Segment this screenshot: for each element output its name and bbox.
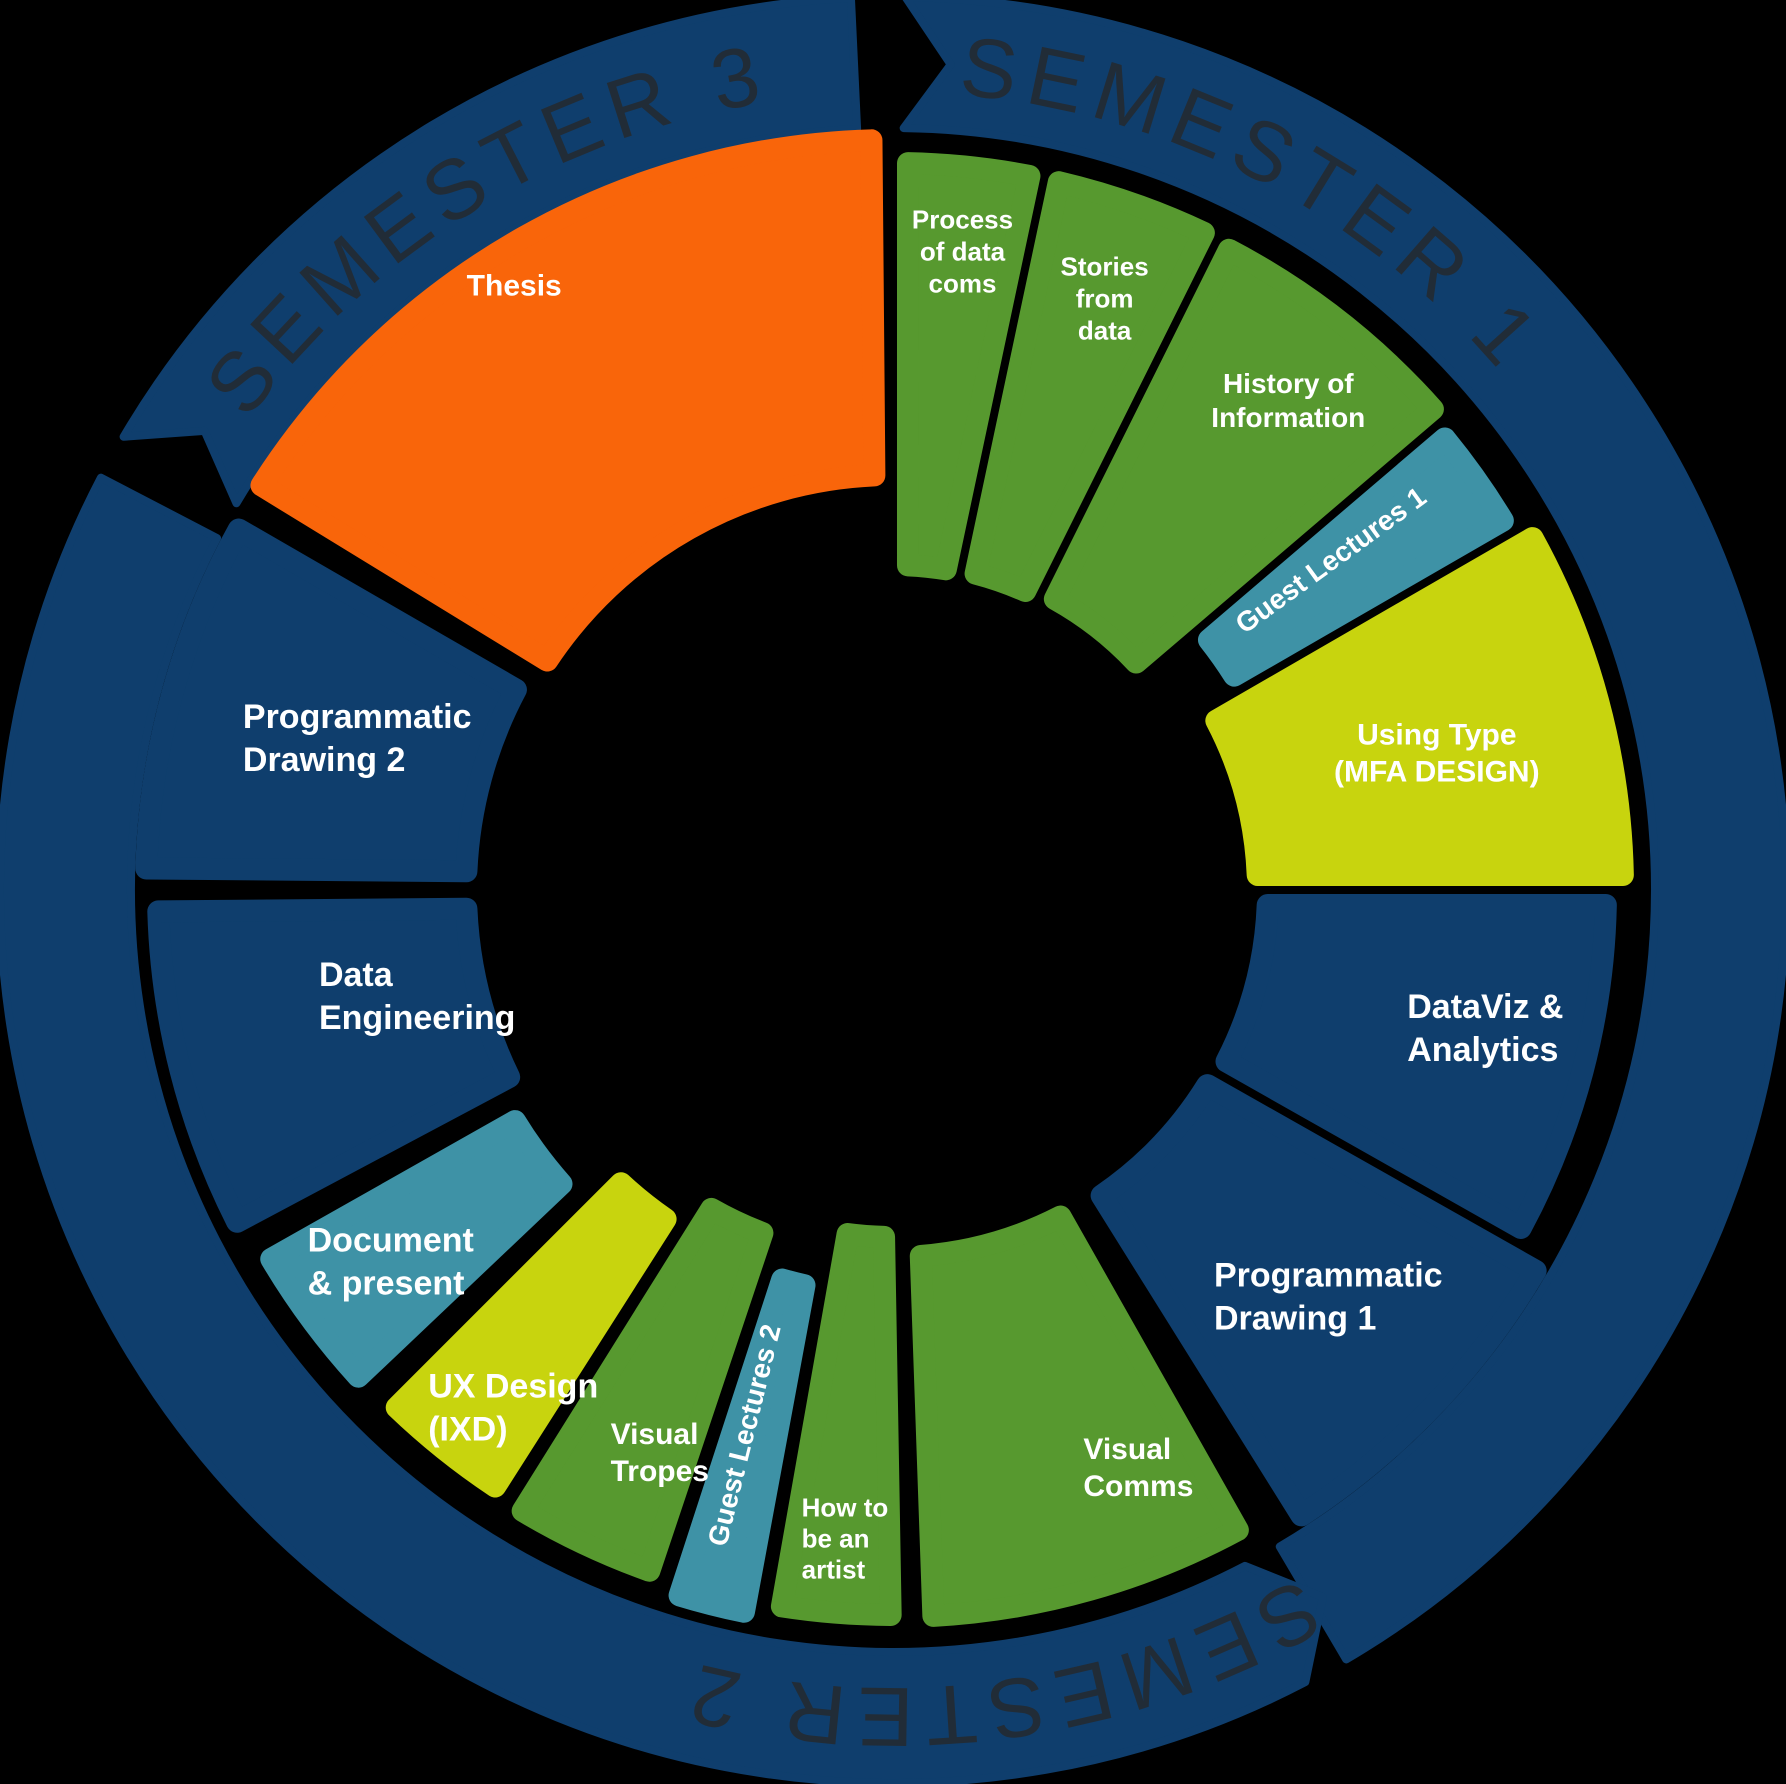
course-wedge-dataviz-analytics <box>1215 894 1617 1239</box>
course-wedge-ux-design-ixd <box>385 1172 677 1498</box>
course-label-document-present: Document & present <box>308 1222 474 1303</box>
course-label-line: of data <box>920 237 1006 267</box>
course-wedge-visual-tropes <box>511 1197 774 1582</box>
course-label-line: coms <box>929 269 997 299</box>
course-label-line: Visual <box>1083 1433 1171 1466</box>
course-label-dataviz-analytics: DataViz & Analytics <box>1407 988 1563 1069</box>
course-label-line: data <box>1078 315 1132 345</box>
course-wedge-stories-from-data <box>964 171 1215 602</box>
course-label-line: UX Design <box>428 1367 598 1405</box>
course-label-line: Using Type <box>1357 718 1516 751</box>
course-wedge-process-of-data-coms <box>896 152 1041 581</box>
course-wedge-data-engineering <box>147 897 521 1233</box>
course-label-using-type-mfa-design: Using Type (MFA DESIGN) <box>1334 718 1540 788</box>
course-wedge-history-of-information <box>1043 238 1444 674</box>
course-label-line: Drawing 2 <box>243 741 405 779</box>
course-label-line: be an <box>802 1523 870 1553</box>
course-label-line: Tropes <box>611 1455 709 1488</box>
course-label-line: DataViz & <box>1407 988 1563 1026</box>
course-wedge-thesis <box>250 129 886 672</box>
course-label-line: Drawing 1 <box>1214 1299 1376 1337</box>
ribbon-semester-1 <box>899 0 1786 1664</box>
course-label-line: (MFA DESIGN) <box>1334 755 1540 788</box>
course-label-line: Information <box>1211 402 1365 433</box>
course-label-line: from <box>1076 283 1134 313</box>
course-label-thesis: Thesis <box>467 269 562 302</box>
course-label-line: & present <box>308 1265 465 1303</box>
course-wedge-programmatic-drawing-2 <box>135 518 527 883</box>
course-label-line: Engineering <box>319 999 515 1037</box>
course-wedge-using-type-mfa-design <box>1205 527 1634 886</box>
course-wedge-document-present <box>260 1110 573 1388</box>
course-label-line: artist <box>802 1554 866 1584</box>
course-wedge-programmatic-drawing-1 <box>1090 1074 1547 1527</box>
ribbon-semester-3 <box>119 0 862 508</box>
course-label-ux-design-ixd: UX Design (IXD) <box>428 1367 598 1448</box>
course-wedge-guest-lectures-1 <box>1197 427 1514 687</box>
course-label-line: Programmatic <box>243 698 472 736</box>
course-label-line: Process <box>912 205 1013 235</box>
course-wedge-guest-lectures-2 <box>668 1268 816 1623</box>
ribbon-semester-2 <box>0 473 1327 1784</box>
course-label-line: Thesis <box>467 269 562 302</box>
course-wedge-how-to-be-an-artist <box>770 1223 902 1626</box>
course-label-line: History of <box>1223 368 1354 399</box>
course-wedge-visual-comms <box>909 1205 1249 1627</box>
course-label-line: Programmatic <box>1214 1256 1443 1294</box>
course-label-line: Stories <box>1061 251 1149 281</box>
course-label-line: Visual <box>611 1418 699 1451</box>
course-label-line: How to <box>802 1492 889 1522</box>
course-label-line: Analytics <box>1407 1031 1558 1069</box>
course-label-line: Comms <box>1083 1470 1193 1503</box>
course-label-line: Data <box>319 956 394 994</box>
course-label-line: Document <box>308 1222 474 1260</box>
course-label-line: (IXD) <box>428 1410 507 1448</box>
